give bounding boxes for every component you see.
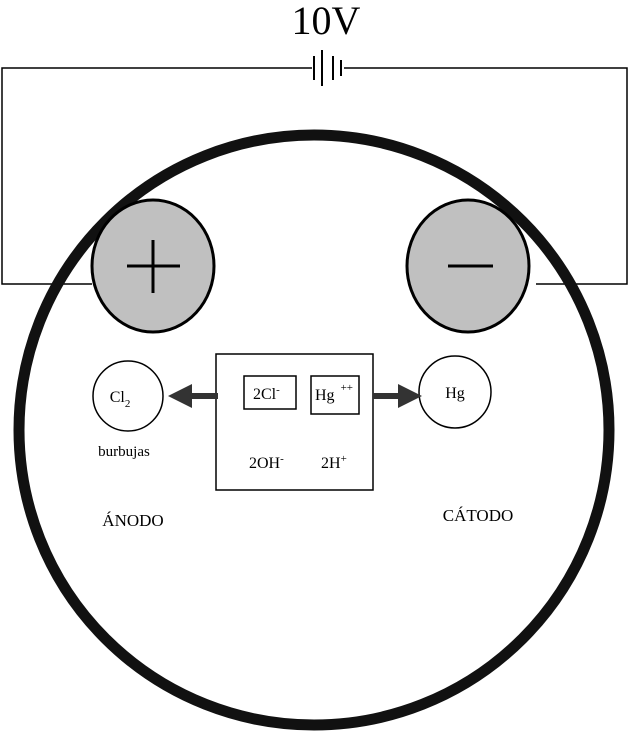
- circuit-wire: [1, 67, 628, 285]
- cathode-label: CÁTODO: [443, 506, 514, 525]
- chlorine-bubble: [92, 360, 164, 432]
- chloride-ion: 2Cl-: [253, 384, 280, 403]
- mercury-ion: Hg++: [315, 382, 353, 404]
- hydroxide-ion: 2OH-: [249, 453, 284, 472]
- chlorine-formula: Cl2: [110, 389, 131, 410]
- electrolytic-cell: [13, 129, 615, 731]
- anode-label: ÁNODO: [102, 511, 163, 530]
- chloride-box: [243, 375, 297, 410]
- bubbles-label: burbujas: [98, 444, 150, 460]
- solution-box: [215, 353, 374, 491]
- cathode-electrode: [405, 198, 531, 334]
- mercury-ion-box: [310, 375, 360, 415]
- voltage-label: 10V: [292, 0, 361, 43]
- proton-ion: 2H+: [321, 453, 347, 472]
- battery-icon: [313, 50, 342, 86]
- anode-electrode: [90, 198, 216, 334]
- mercury-label: Hg: [445, 385, 465, 402]
